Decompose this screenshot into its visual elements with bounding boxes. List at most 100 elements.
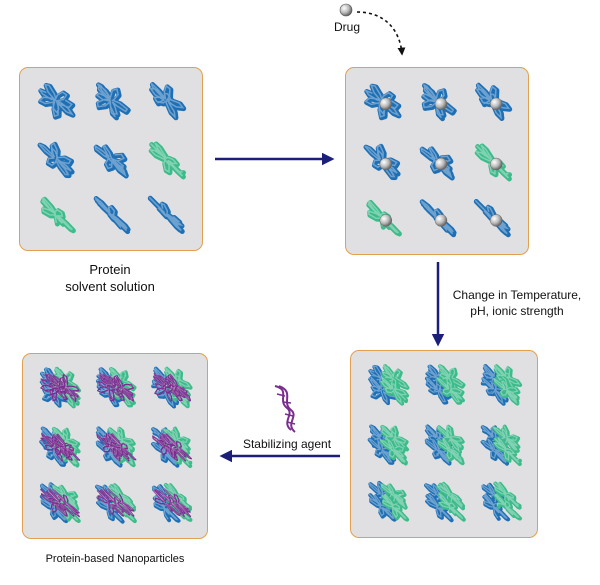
protein-coil-highlight bbox=[52, 433, 79, 460]
protein-coil bbox=[482, 493, 511, 522]
protein-coil-highlight bbox=[47, 372, 73, 399]
protein-coil bbox=[437, 438, 465, 466]
protein-coil-highlight bbox=[438, 364, 464, 390]
protein-label-line2: solvent solution bbox=[65, 278, 155, 294]
protein-coil bbox=[492, 424, 521, 453]
protein-coil-highlight bbox=[153, 494, 178, 521]
protein-coil bbox=[164, 375, 191, 402]
protein-coil-highlight bbox=[41, 197, 73, 231]
protein-coil bbox=[40, 488, 68, 517]
protein-coil-highlight bbox=[163, 432, 191, 458]
aggregate-grid bbox=[367, 363, 523, 523]
protein-coil-highlight bbox=[378, 437, 407, 463]
protein-coil-highlight bbox=[95, 432, 122, 461]
protein-coil-highlight bbox=[425, 376, 452, 403]
protein-coil bbox=[158, 489, 186, 517]
stabilizing-agent-icon bbox=[274, 385, 296, 433]
protein-coil-highlight bbox=[475, 81, 511, 120]
protein-coil bbox=[147, 195, 185, 234]
protein-coil bbox=[436, 481, 465, 511]
drug-sphere bbox=[434, 157, 448, 171]
protein-coil bbox=[164, 433, 192, 460]
protein-coil bbox=[473, 199, 511, 238]
drug-sphere bbox=[489, 157, 503, 171]
protein-coil bbox=[436, 377, 465, 405]
protein-coil-highlight bbox=[40, 495, 67, 521]
stabilizing-agent-label: Stabilizing agent bbox=[242, 437, 332, 451]
protein-coil bbox=[95, 440, 123, 468]
drug-sphere bbox=[379, 214, 393, 227]
protein-coil bbox=[52, 433, 81, 461]
protein-coil bbox=[493, 376, 521, 406]
protein-coil-highlight bbox=[368, 493, 395, 520]
drug-sphere bbox=[434, 214, 448, 227]
drug-sphere bbox=[489, 214, 503, 227]
protein-coil-highlight bbox=[148, 142, 184, 177]
nanoparticle-grid bbox=[39, 365, 193, 524]
protein-label: Protein solvent solution bbox=[40, 262, 180, 296]
protein-coil-highlight bbox=[38, 142, 72, 176]
protein-coil-highlight bbox=[151, 434, 177, 460]
protein-coil bbox=[97, 373, 125, 402]
nanoparticles-label: Protein-based Nanoparticles bbox=[45, 553, 185, 565]
protein-coil bbox=[438, 364, 466, 392]
protein-coil-highlight bbox=[479, 438, 508, 464]
protein-coil bbox=[380, 376, 409, 406]
protein-coil-highlight bbox=[152, 488, 179, 515]
protein-grid bbox=[37, 80, 187, 235]
protein-coil-highlight bbox=[380, 375, 408, 405]
protein-coil bbox=[93, 144, 129, 179]
protein-coil-highlight bbox=[420, 146, 453, 180]
protein-coil-highlight bbox=[482, 493, 508, 519]
protein-coil-highlight bbox=[51, 488, 79, 516]
protein-coil-highlight bbox=[438, 492, 464, 520]
condition-change-label: Change in Temperature, pH, ionic strengt… bbox=[442, 288, 592, 319]
drug-path-arrow bbox=[356, 11, 406, 56]
protein-coil-highlight bbox=[102, 487, 129, 515]
protein-coil bbox=[151, 439, 180, 468]
panel-aggregated-proteins bbox=[350, 350, 538, 538]
protein-coil-highlight bbox=[95, 440, 121, 467]
protein-coil bbox=[152, 372, 181, 402]
protein-coil bbox=[37, 141, 75, 179]
protein-coil bbox=[475, 82, 513, 121]
protein-coil bbox=[366, 200, 402, 237]
drug-loaded-protein-grid bbox=[363, 81, 513, 238]
protein-coil-highlight bbox=[493, 363, 521, 393]
protein-coil-highlight bbox=[148, 196, 184, 232]
protein-coil-highlight bbox=[436, 424, 463, 453]
protein-coil-highlight bbox=[492, 425, 518, 451]
protein-coil-highlight bbox=[95, 83, 129, 118]
drug-sphere bbox=[434, 97, 448, 111]
protein-coil-highlight bbox=[494, 493, 520, 519]
protein-coil-highlight bbox=[437, 438, 463, 464]
protein-coil-highlight bbox=[94, 144, 127, 178]
protein-label-line1: Protein bbox=[89, 262, 131, 277]
protein-coil bbox=[107, 483, 136, 512]
protein-coil-highlight bbox=[52, 484, 78, 510]
panel-nanoparticles bbox=[22, 353, 208, 539]
protein-coil bbox=[493, 436, 522, 466]
protein-coil-highlight bbox=[157, 489, 184, 516]
drug-label: Drug bbox=[333, 20, 360, 34]
protein-coil bbox=[493, 481, 522, 510]
protein-coil bbox=[368, 493, 397, 522]
protein-coil-highlight bbox=[107, 374, 133, 401]
protein-coil-highlight bbox=[106, 487, 134, 516]
protein-coil-highlight bbox=[94, 196, 128, 232]
protein-coil bbox=[438, 492, 466, 522]
protein-coil bbox=[40, 373, 69, 402]
protein-coil-highlight bbox=[474, 199, 510, 235]
protein-coil bbox=[493, 493, 522, 521]
protein-coil bbox=[107, 488, 135, 517]
protein-coil-highlight bbox=[380, 425, 407, 451]
protein-coil-highlight bbox=[39, 373, 68, 400]
protein-coil-highlight bbox=[492, 437, 520, 464]
protein-coil bbox=[480, 437, 509, 466]
panel-drug-loaded bbox=[345, 67, 529, 255]
protein-coil bbox=[148, 141, 186, 180]
protein-coil-highlight bbox=[37, 83, 75, 118]
protein-coil-highlight bbox=[52, 427, 79, 453]
protein-coil bbox=[40, 196, 76, 234]
protein-coil bbox=[381, 493, 410, 522]
